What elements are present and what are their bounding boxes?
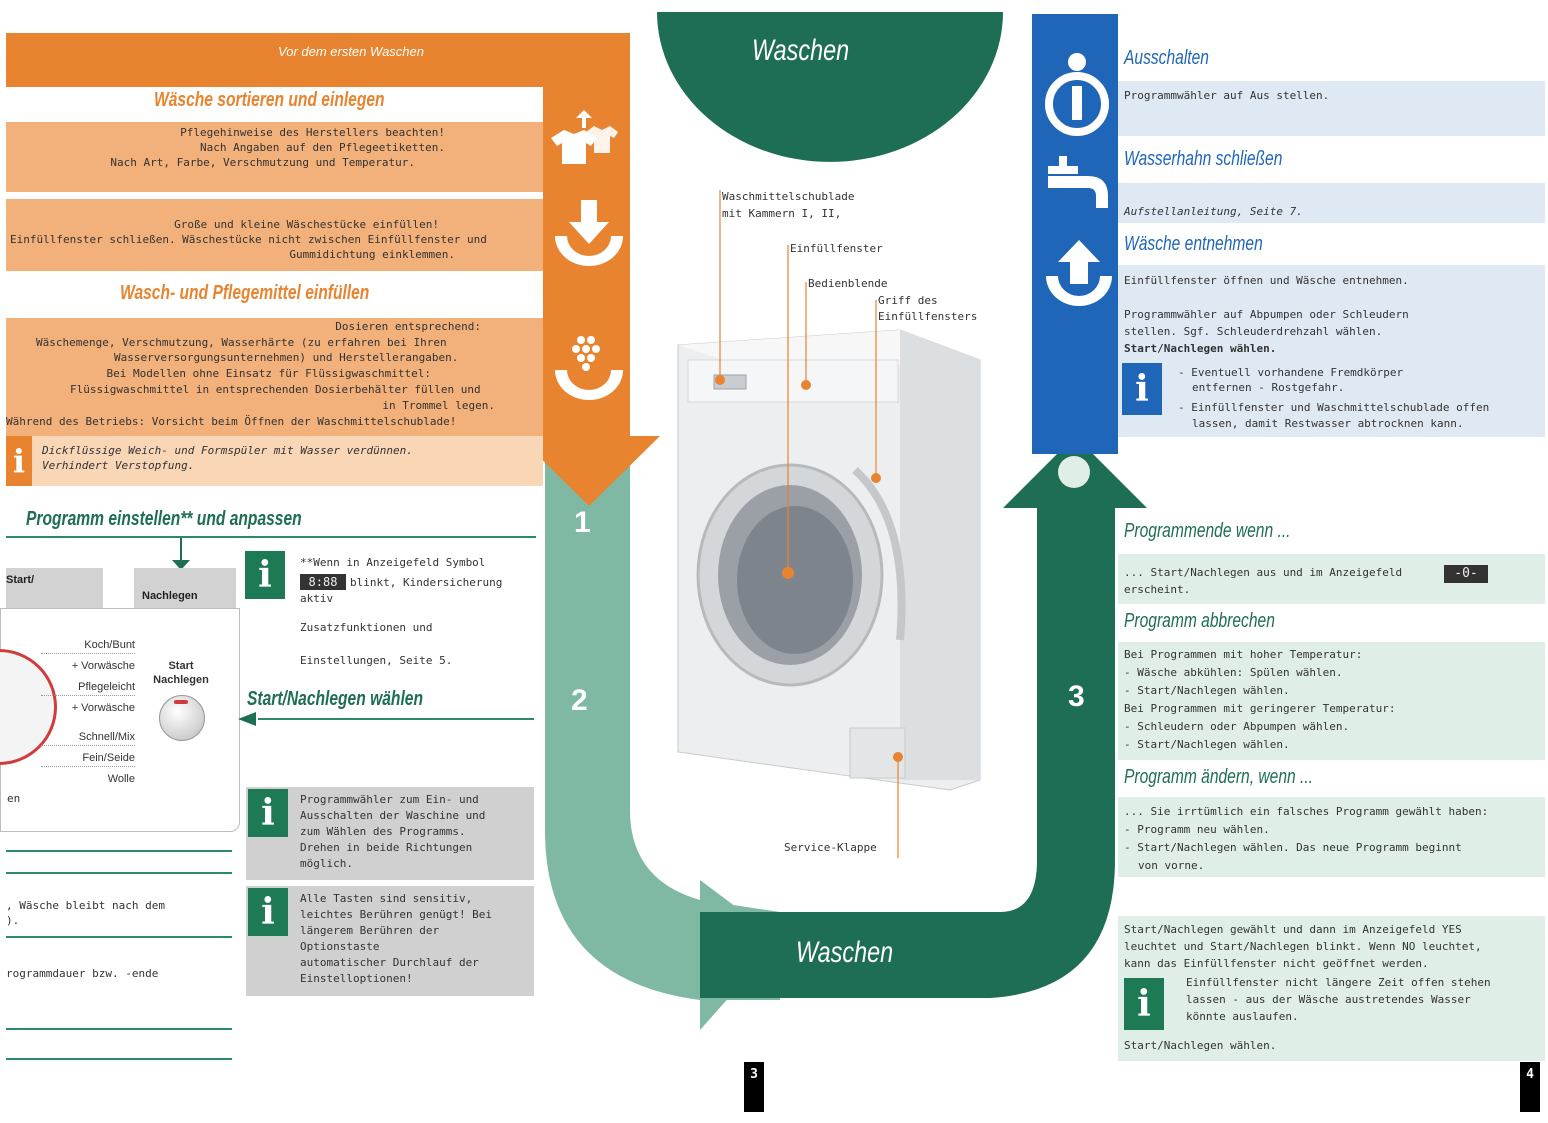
callout-handle-2: Einfüllfensters <box>878 310 978 323</box>
section-title-detergent: Wasch- und Pflegemittel einfüllen <box>120 282 370 304</box>
callout-panel: Bedienblende <box>808 277 888 290</box>
start-title: Start/Nachlegen wählen <box>247 688 423 710</box>
detergent-note-box: i Dickflüssige Weich- und Formspüler mit… <box>6 436 543 486</box>
callout-handle-1: Griff des <box>878 294 938 307</box>
dial-info-box: i Programmwähler zum Ein- und Ausschalte… <box>246 787 534 880</box>
load-line-1: Große und kleine Wäschestücke einfüllen! <box>174 218 439 231</box>
sort-line-1: Pflegehinweise des Herstellers beachten! <box>180 126 445 139</box>
unload-laundry-icon <box>1046 240 1112 306</box>
ausschalten-text: Programmwähler auf Aus stellen. <box>1124 89 1330 102</box>
program-option[interactable]: Koch/Bunt <box>84 639 135 651</box>
program-option[interactable]: Schnell/Mix <box>78 731 135 743</box>
down-arrow-icon <box>172 560 190 570</box>
detergent-line-4: Bei Modellen ohne Einsatz für Flüssigwas… <box>106 367 431 380</box>
start-button-label: Start Nachlegen <box>153 660 209 686</box>
load-laundry-icon <box>555 200 623 266</box>
detergent-line-6: in Trommel legen. <box>382 399 495 412</box>
panel-header-right: Nachlegen <box>134 568 236 608</box>
step-3: 3 <box>1068 680 1085 713</box>
water-tap-icon <box>1048 156 1108 208</box>
cut-text-2: ). <box>6 914 20 927</box>
display-end-symbol: -0- <box>1444 565 1488 583</box>
load-line-2: Einfüllfenster schließen. Wäschestücke n… <box>10 233 487 246</box>
wasserhahn-text: Aufstellanleitung, Seite 7. <box>1124 205 1303 218</box>
detergent-line-3: Wasserversorgungsunternehmen) und Herste… <box>114 351 459 364</box>
callout-lines <box>719 190 899 858</box>
program-option[interactable]: Pflegeleicht <box>78 681 135 693</box>
extra-functions-2: Einstellungen, Seite 5. <box>300 654 453 667</box>
detergent-line-2: Wäschemenge, Verschmutzung, Wasserhärte … <box>36 336 447 349</box>
banner-text: Vor dem ersten Waschen <box>278 44 424 59</box>
program-option[interactable]: Wolle <box>107 773 135 785</box>
cut-text-1: , Wäsche bleibt nach dem <box>6 899 165 912</box>
yes-no-box: Start/Nachlegen gewählt und dann im Anze… <box>1118 916 1545 1061</box>
page-number-4: 4 <box>1520 1062 1540 1112</box>
info-icon: i <box>6 436 32 486</box>
detergent-icon <box>555 336 623 400</box>
load-instructions-box: Große und kleine Wäschestücke einfüllen!… <box>6 199 543 271</box>
callout-drawer-2: mit Kammern I, II, <box>722 207 842 220</box>
display-symbol: 8:88 <box>300 574 346 590</box>
info-icon: i <box>1124 978 1164 1030</box>
center-title-top: Waschen <box>752 34 850 67</box>
program-option[interactable]: + Vorwäsche <box>71 702 135 714</box>
sort-line-2: Nach Angaben auf den Pflegeetiketten. <box>199 141 445 154</box>
banner-bar: Vor dem ersten Waschen <box>6 33 630 87</box>
cut-text: en <box>7 792 21 805</box>
childlock-note-1: **Wenn in Anzeigefeld Symbol <box>300 556 486 569</box>
sort-laundry-icon <box>551 110 618 164</box>
divider <box>6 536 536 538</box>
title-aendern: Programm ändern, wenn ... <box>1124 766 1314 788</box>
detergent-line-7: Während des Betriebs: Vorsicht beim Öffn… <box>6 415 457 428</box>
program-option[interactable]: Fein/Seide <box>82 752 135 764</box>
step-1: 1 <box>574 506 591 539</box>
panel-header-left: Start/ <box>6 568 103 608</box>
detergent-line-1: Dosieren entsprechend: <box>335 320 481 333</box>
detergent-note-2: Verhindert Verstopfung. <box>42 459 195 472</box>
cut-text-3: rogrammdauer bzw. -ende <box>6 967 159 980</box>
top-half-circle <box>657 12 1003 162</box>
sort-instructions-box: Pflegehinweise des Herstellers beachten!… <box>6 122 543 192</box>
childlock-note-3: aktiv <box>300 592 334 605</box>
program-option[interactable]: + Vorwäsche <box>71 660 135 672</box>
childlock-note-2: blinkt, Kindersicherung <box>350 576 503 589</box>
left-arrow-icon <box>238 712 256 726</box>
panel-label-nachlegen: Nachlegen <box>142 590 198 602</box>
callout-door: Einfüllfenster <box>790 242 883 255</box>
title-ausschalten: Ausschalten <box>1124 47 1209 69</box>
section-title-sort: Wäsche sortieren und einlegen <box>154 89 385 111</box>
info-icon: i <box>245 551 285 599</box>
entnehmen-box: Einfüllfenster öffnen und Wäsche entnehm… <box>1118 265 1545 437</box>
start-nachlegen-button[interactable] <box>159 695 205 741</box>
center-title-bottom: Waschen <box>796 936 894 969</box>
title-entnehmen: Wäsche entnehmen <box>1124 233 1263 255</box>
title-programmende: Programmende wenn ... <box>1124 520 1291 542</box>
washing-machine-illustration <box>677 329 981 791</box>
power-icon <box>1045 53 1109 136</box>
sort-line-3: Nach Art, Farbe, Verschmutzung und Tempe… <box>110 156 415 169</box>
info-icon: i <box>248 789 288 837</box>
section-title-program: Programm einstellen** und anpassen <box>26 508 302 530</box>
callout-drawer-1: Waschmittelschublade <box>722 190 855 203</box>
detergent-line-5: Flüssigwaschmittel in entsprechenden Dos… <box>70 383 481 396</box>
title-abbrechen: Programm abbrechen <box>1124 610 1275 632</box>
control-panel: Koch/Bunt + Vorwäsche Pflegeleicht + Vor… <box>0 608 240 832</box>
touch-info-box: i Alle Tasten sind sensitiv, leichtes Be… <box>246 886 534 996</box>
info-icon: i <box>1122 363 1162 415</box>
info-icon: i <box>248 888 288 936</box>
title-wasserhahn: Wasserhahn schließen <box>1124 148 1283 170</box>
panel-label-start: Start/ <box>6 574 35 586</box>
detergent-note-1: Dickflüssige Weich- und Formspüler mit W… <box>42 444 413 457</box>
page-number-3: 3 <box>744 1062 764 1112</box>
extra-functions-1: Zusatzfunktionen und <box>300 621 433 634</box>
callout-service: Service-Klappe <box>784 841 877 854</box>
step-2: 2 <box>571 684 588 717</box>
detergent-instructions-box: Dosieren entsprechend: Wäschemenge, Vers… <box>6 318 543 436</box>
program-selector-dial[interactable] <box>0 649 57 765</box>
load-line-3: Gummidichtung einklemmen. <box>289 248 455 261</box>
